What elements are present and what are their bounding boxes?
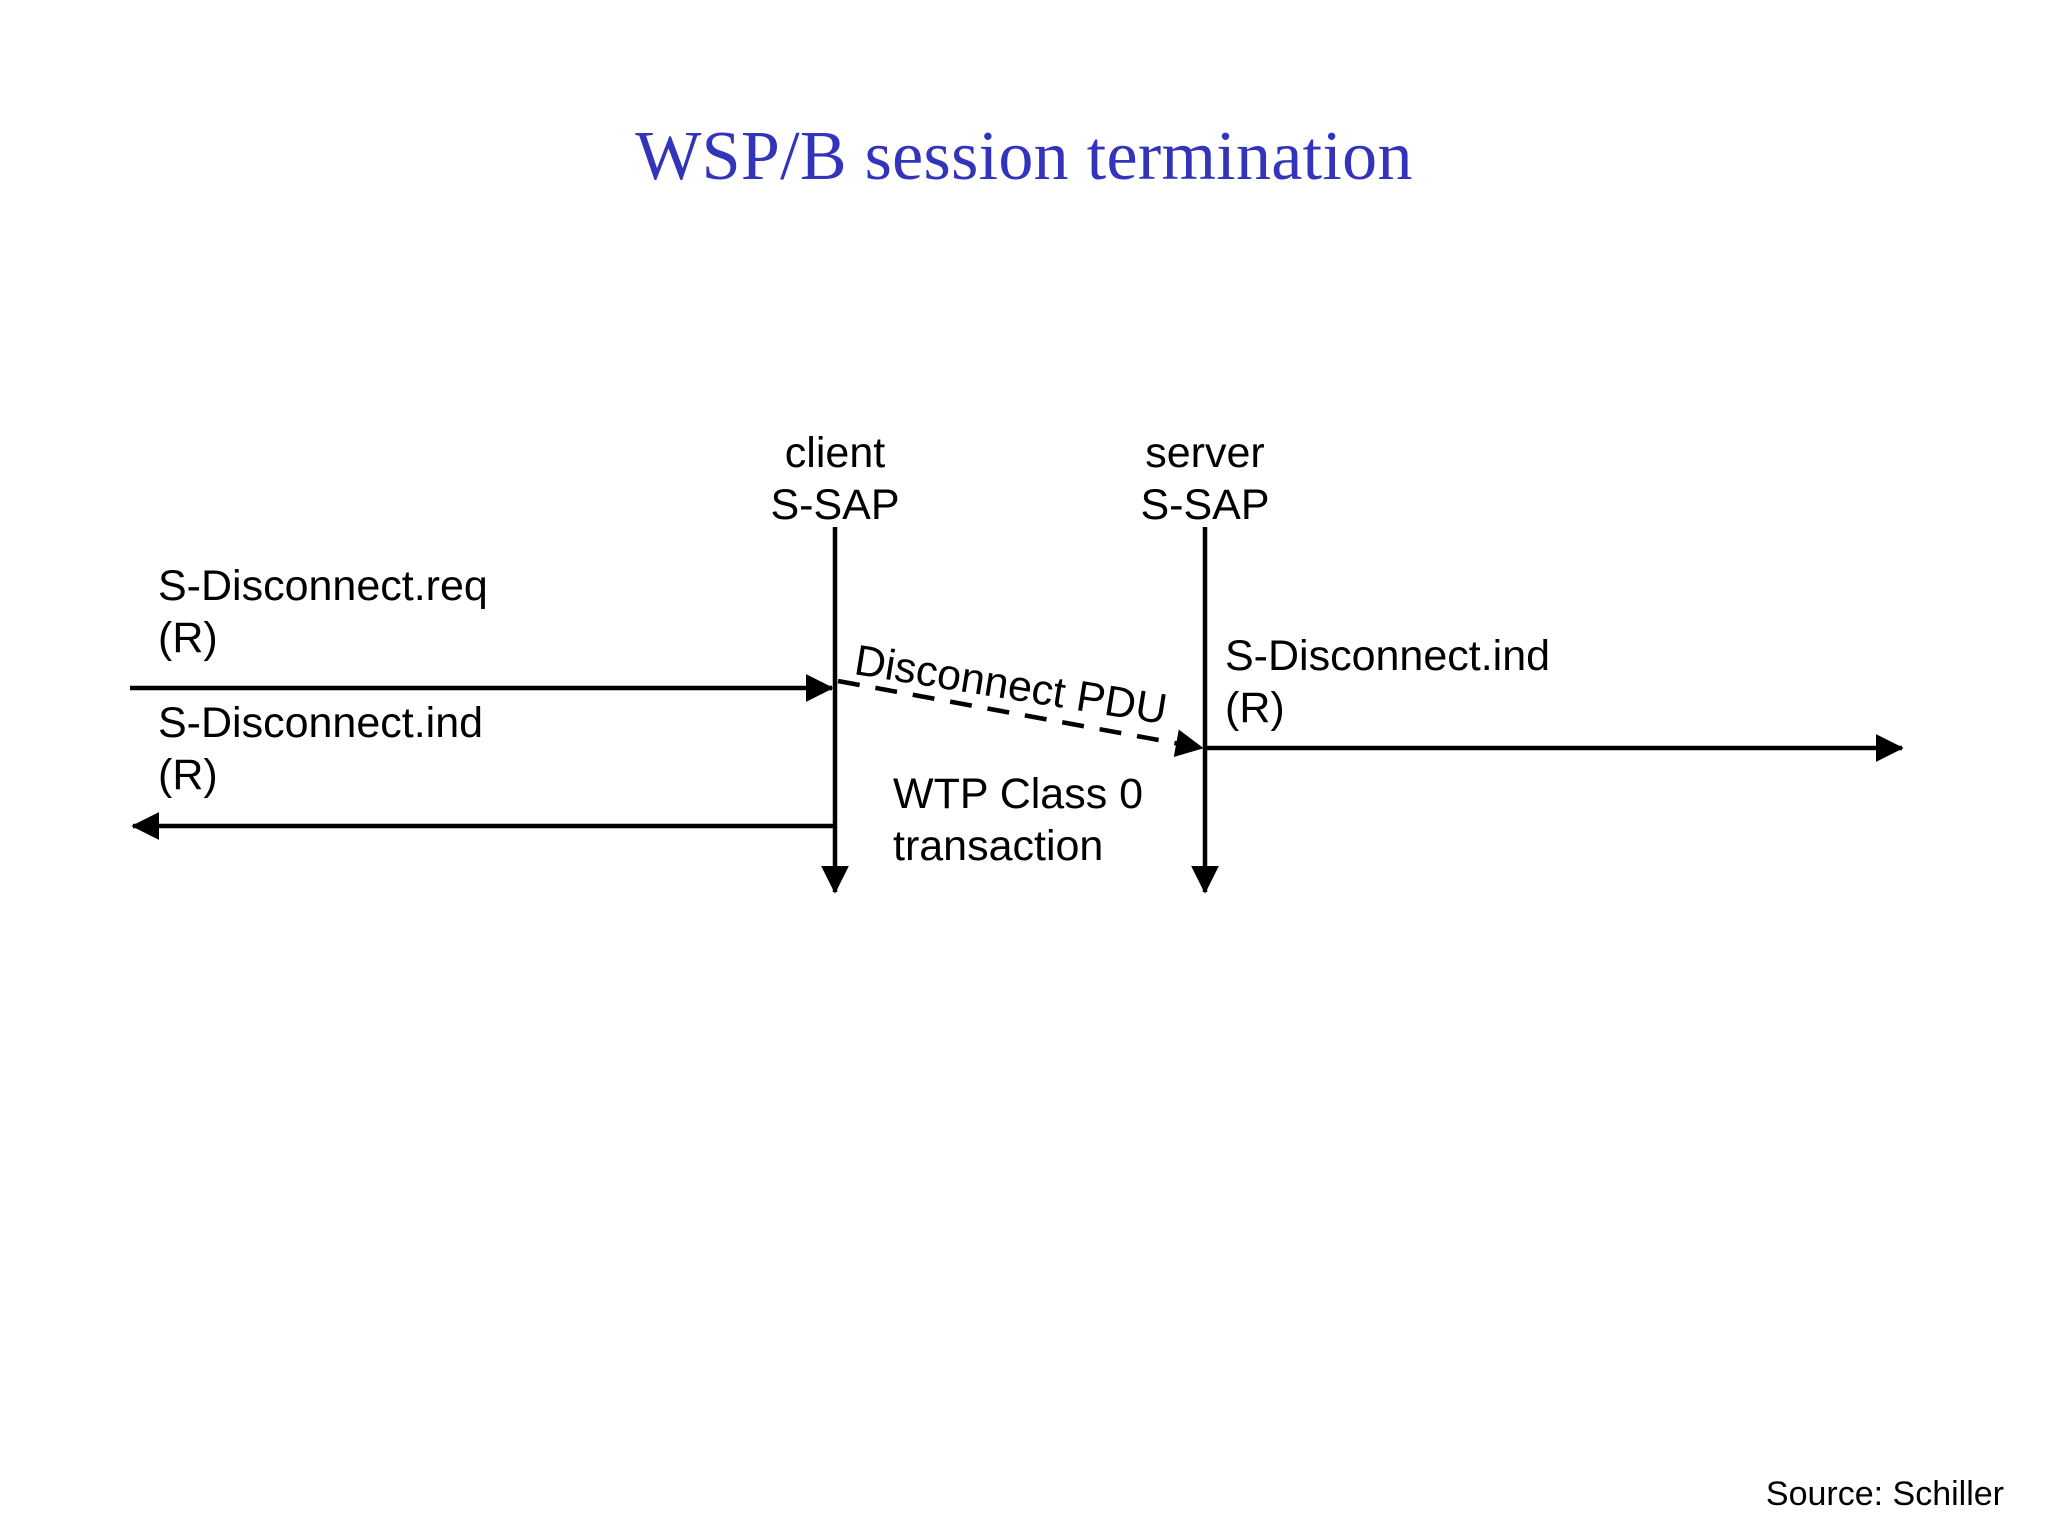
annotation-wtp-line1: WTP Class 0 xyxy=(893,770,1144,818)
lifeline-label-client-line2: S-SAP xyxy=(770,481,900,530)
lifeline-label-client-line1: client xyxy=(784,429,886,477)
message-label-s-disconnect-ind-left-param: (R) xyxy=(158,751,218,800)
message-label-s-disconnect-ind-left: S-Disconnect.ind(R) xyxy=(158,697,483,802)
message-arrow-disconnect-pdu xyxy=(837,678,1204,757)
message-label-s-disconnect-ind-left-name: S-Disconnect.ind xyxy=(158,699,484,747)
lifeline-label-server-line2: S-SAP xyxy=(1140,481,1270,530)
message-label-s-disconnect-ind-right-param: (R) xyxy=(1225,684,1285,733)
message-label-s-disconnect-ind-right: S-Disconnect.ind(R) xyxy=(1225,630,1550,735)
message-label-s-disconnect-req-name: S-Disconnect.req xyxy=(158,562,488,610)
page-title: WSP/B session termination xyxy=(635,118,1413,195)
lifeline-label-server-line1: server xyxy=(1145,429,1265,477)
annotation-wtp-line2: transaction xyxy=(893,822,1104,871)
message-label-s-disconnect-req-param: (R) xyxy=(158,614,218,663)
message-label-s-disconnect-ind-right-name: S-Disconnect.ind xyxy=(1225,632,1551,680)
message-label-s-disconnect-req: S-Disconnect.req(R) xyxy=(158,560,488,665)
source-note: Source: Schiller xyxy=(1765,1475,2004,1513)
